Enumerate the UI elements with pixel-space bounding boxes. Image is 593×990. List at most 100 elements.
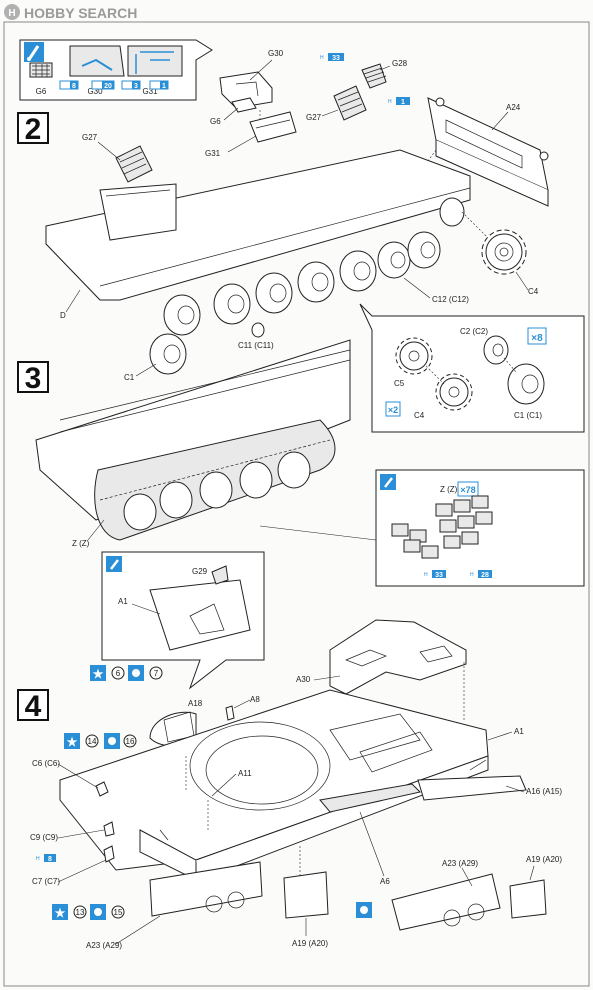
svg-text:6: 6 (116, 669, 121, 678)
hobby-search-logo: H HOBBY SEARCH (4, 4, 137, 21)
track-callout: Z (Z) ×78 H 33 H 28 (375, 469, 585, 587)
hull-with-tracks-step3 (35, 339, 351, 541)
color-code-8-step4: H 8 (36, 854, 56, 863)
svg-text:H: H (388, 99, 392, 105)
label-c1-callout: C1 (C1) (514, 411, 542, 420)
paint-brush-icon-detail (106, 556, 122, 572)
mult-sprocket-badge: ×2 (385, 401, 401, 417)
part-c9 (103, 821, 115, 837)
svg-text:8: 8 (72, 83, 76, 90)
svg-text:14: 14 (88, 737, 97, 746)
svg-text:1: 1 (401, 99, 405, 106)
color-code-33-step2: H 33 (320, 53, 344, 62)
svg-text:×78: ×78 (460, 485, 475, 495)
svg-text:15: 15 (114, 908, 123, 917)
svg-text:28: 28 (481, 572, 489, 579)
svg-text:★: ★ (55, 906, 66, 920)
label-c4-callout: C4 (414, 411, 425, 420)
svg-text:★: ★ (93, 667, 104, 681)
svg-text:×8: ×8 (531, 333, 543, 344)
label-g27-left: G27 (82, 133, 98, 142)
part-a24 (427, 97, 549, 207)
part-a30 (329, 619, 467, 695)
part-g28 (361, 63, 387, 89)
mult-track-badge: ×78 (457, 481, 479, 497)
svg-text:H: H (320, 55, 324, 61)
label-a23-left: A23 (A29) (86, 941, 122, 950)
part-c7 (103, 845, 115, 863)
track-links (391, 495, 493, 559)
label-zz-callout: Z (Z) (440, 485, 458, 494)
svg-text:★: ★ (67, 735, 78, 749)
label-g6: G6 (36, 87, 47, 96)
svg-text:H: H (424, 572, 428, 578)
wheel-c1-callout (507, 363, 545, 405)
svg-text:7: 7 (154, 669, 159, 678)
paint-brush-icon (24, 42, 44, 62)
label-a24: A24 (506, 103, 521, 112)
sprocket-c4 (481, 229, 527, 275)
star-decal-icon (90, 665, 106, 681)
decal-markers-bottom: ★ 13 15 (52, 904, 125, 920)
label-a19-right: A19 (A20) (526, 855, 562, 864)
decal-markers-top: ★ 6 7 (90, 665, 163, 681)
part-g27-left (115, 145, 153, 183)
svg-text:1: 1 (162, 83, 166, 90)
label-zz-step3: Z (Z) (72, 539, 90, 548)
part-g6 (231, 97, 257, 113)
decal-markers-mid: ★ 14 16 (64, 733, 137, 749)
label-g30-step2: G30 (268, 49, 284, 58)
svg-text:3: 3 (25, 362, 42, 395)
callout-top-paint: G6 G30 G31 8 20 3 1 (19, 39, 213, 101)
svg-text:33: 33 (332, 55, 340, 62)
decal-icon-right (356, 902, 372, 918)
label-g27-top: G27 (306, 113, 322, 122)
svg-text:20: 20 (104, 83, 112, 90)
wheel-c1 (149, 333, 187, 375)
logo-text: HOBBY SEARCH (24, 5, 137, 21)
svg-text:16: 16 (126, 737, 135, 746)
label-g29: G29 (192, 567, 208, 576)
label-a19-left: A19 (A20) (292, 939, 328, 948)
part-c6 (95, 781, 109, 797)
svg-text:3: 3 (134, 83, 138, 90)
page-border (3, 21, 590, 987)
svg-text:33: 33 (435, 572, 443, 579)
color-code-3: 3 (121, 80, 141, 90)
star-decal-icon (64, 733, 80, 749)
label-c11: C11 (C11) (238, 341, 274, 350)
label-a6: A6 (380, 877, 390, 886)
label-a8: A8 (250, 695, 260, 704)
svg-text:×2: ×2 (388, 405, 398, 415)
part-g31-detail (127, 45, 183, 77)
svg-text:2: 2 (25, 113, 42, 146)
star-decal-icon (52, 904, 68, 920)
detail-callout-a1: G29 A1 (101, 551, 265, 690)
step-3-number: 3 (17, 361, 49, 395)
label-a1: A1 (514, 727, 524, 736)
part-g6-small (29, 62, 53, 78)
label-c4-step2: C4 (528, 287, 539, 296)
color-code-33-tracks: H 33 (424, 570, 446, 579)
logo-mark: H (8, 8, 15, 19)
sprocket-c4-callout (435, 373, 473, 411)
label-g31-step2: G31 (205, 149, 221, 158)
label-c1: C1 (124, 373, 135, 382)
label-a16: A16 (A15) (526, 787, 562, 796)
wheel-c11 (251, 322, 265, 338)
label-c2: C2 (C2) (460, 327, 488, 336)
part-a23-right (391, 873, 501, 931)
label-a18: A18 (188, 699, 203, 708)
label-a1-detail: A1 (118, 597, 128, 606)
label-c9: C9 (C9) (30, 833, 58, 842)
label-g28: G28 (392, 59, 408, 68)
label-g6-step2: G6 (210, 117, 221, 126)
label-g30: G30 (87, 87, 103, 96)
label-c5: C5 (394, 379, 405, 388)
part-g30 (219, 71, 273, 109)
label-a30: A30 (296, 675, 311, 684)
lower-hull-step2 (45, 149, 471, 301)
svg-text:4: 4 (25, 690, 42, 723)
part-g31 (249, 111, 297, 143)
paint-brush-icon-tracks (380, 474, 396, 490)
